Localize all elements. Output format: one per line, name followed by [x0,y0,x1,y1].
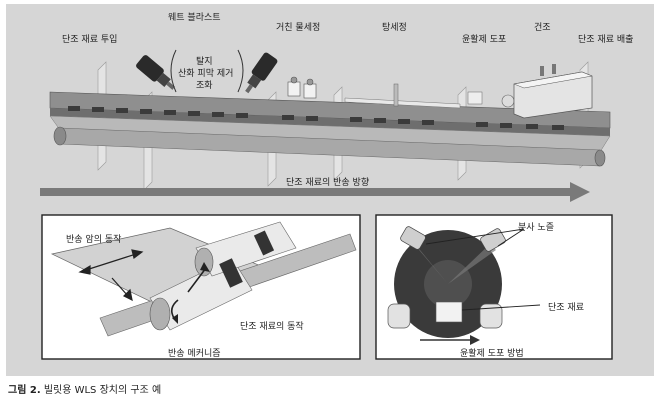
flow-label: 단조 재료의 반송 방향 [286,178,370,188]
rinse-nozzles [287,76,317,99]
bracket-right [237,49,244,93]
caption-prefix: 그림 2. [8,385,41,396]
blast-note-roughening: 조화 [196,81,213,91]
caption-text: 빌릿용 WLS 장치의 구조 예 [40,385,162,396]
spray-nozzle-label: 분사 노즐 [518,223,554,233]
billet-label: 단조 재료 [548,303,584,313]
bracket-left [170,49,177,93]
lubricant-unit [467,91,515,108]
stage-label-drying: 건조 [534,23,551,33]
hot-rinse-pipe [393,83,399,107]
blast-note-degreasing: 탈지 [196,57,213,67]
stage-label-hot-rinse: 탕세정 [382,23,407,33]
transfer-mechanism-label: 반송 메커니즘 [168,349,221,359]
flow-arrow [40,182,590,202]
blast-nozzle-left [136,55,175,90]
dryer-unit [513,64,593,119]
stage-label-rough-rinse: 거친 물세정 [276,23,321,33]
figure-caption: 그림 2. 빌릿용 WLS 장치의 구조 예 [8,381,161,396]
lubricant-method-label: 윤활제 도포 방법 [460,349,524,359]
stage-label-lubricant-coat: 윤활제 도포 [462,35,507,45]
stage-label-billet-discharge: 단조 재료 배출 [578,35,634,45]
transfer-mechanism [50,221,357,337]
stage-label-wet-blast: 웨트 블라스트 [168,13,221,23]
lubricant-method [387,226,541,345]
conveyor-body [49,91,611,167]
blast-note-oxide-removal: 산화 피막 제거 [178,69,234,79]
blast-nozzle-right [245,52,278,94]
arm-motion-label: 반송 암의 동작 [66,235,122,245]
billet-motion-label: 단조 재료의 동작 [236,318,308,333]
stage-label-billet-feed: 단조 재료 투입 [62,35,118,45]
